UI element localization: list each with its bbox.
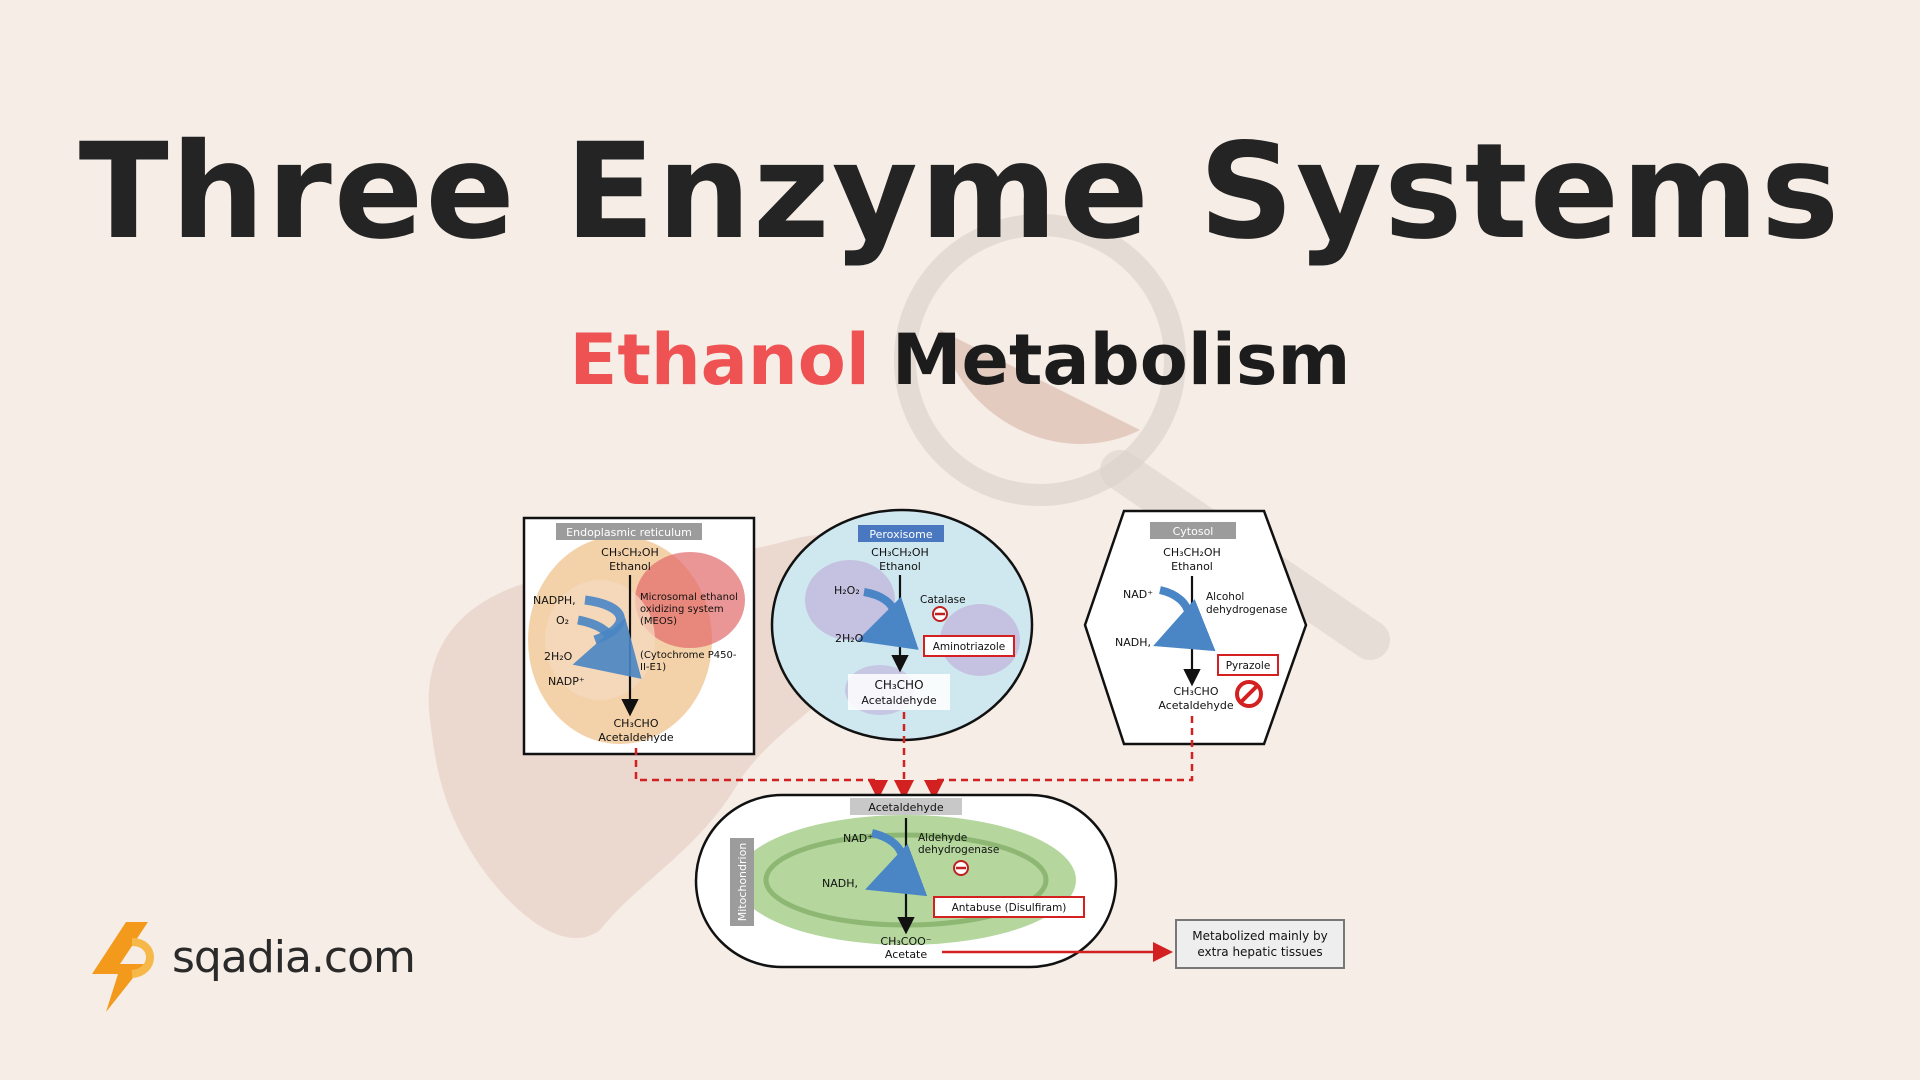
er-cofactor-in-2: O₂ <box>556 614 569 627</box>
cytosol-product-formula: CH₃CHO <box>1174 685 1219 698</box>
er-substrate-name: Ethanol <box>609 560 651 573</box>
mitochondrion-cofactor-out: NADH, <box>822 877 858 890</box>
cytosol-cofactor-out: NADH, <box>1115 636 1151 649</box>
note-box: Metabolized mainly by extra hepatic tiss… <box>1175 919 1345 969</box>
note-line-1: Metabolized mainly by <box>1192 929 1328 943</box>
peroxisome-cofactor-out: 2H₂O <box>835 632 864 645</box>
er-enzyme-1: Microsomal ethanol <box>640 592 738 603</box>
peroxisome-product-name: Acetaldehyde <box>861 694 936 707</box>
er-enzyme-4: (Cytochrome P450- <box>640 650 737 661</box>
mitochondrion-inhibitor: Antabuse (Disulfiram) <box>952 902 1067 914</box>
mitochondrion-label: Mitochondrion <box>736 843 749 922</box>
cytosol-substrate-name: Ethanol <box>1171 560 1213 573</box>
logo-text[interactable]: sqadia.com <box>172 932 416 983</box>
cytosol-substrate-formula: CH₃CH₂OH <box>1163 546 1221 559</box>
peroxisome-panel: Peroxisome CH₃CH₂OH Ethanol H₂O₂ 2H₂O Ca… <box>770 508 1034 742</box>
cytosol-panel: Cytosol CH₃CH₂OH Ethanol NAD⁺ NADH, Alco… <box>1083 509 1308 746</box>
cytosol-cofactor-in: NAD⁺ <box>1123 588 1153 601</box>
peroxisome-inhibitor: Aminotriazole <box>933 641 1006 653</box>
dashed-connectors <box>634 712 1194 800</box>
page-subtitle: Ethanol Metabolism <box>0 322 1920 399</box>
mitochondrion-enzyme-1: Aldehyde <box>918 832 967 844</box>
er-label: Endoplasmic reticulum <box>566 526 692 539</box>
er-cofactor-out-2: NADP⁺ <box>548 675 585 688</box>
mitochondrion-product-name: Acetate <box>885 948 928 961</box>
cytosol-enzyme-2: dehydrogenase <box>1206 604 1287 616</box>
peroxisome-product-formula: CH₃CHO <box>874 678 923 692</box>
mitochondrion-panel: Acetaldehyde Mitochondrion NAD⁺ NADH, Al… <box>694 793 1118 969</box>
page-title: Three Enzyme Systems <box>78 115 1842 269</box>
sqadia-logo-icon <box>92 922 154 1012</box>
er-product-name: Acetaldehyde <box>598 731 673 744</box>
er-enzyme-3: (MEOS) <box>640 616 677 627</box>
cytosol-enzyme-1: Alcohol <box>1206 591 1244 603</box>
mitochondrion-cofactor-in: NAD⁺ <box>843 832 873 845</box>
er-enzyme-5: II-E1) <box>640 662 666 673</box>
cytosol-product-name: Acetaldehyde <box>1158 699 1233 712</box>
mitochondrion-enzyme-2: dehydrogenase <box>918 844 999 856</box>
note-line-2: extra hepatic tissues <box>1197 945 1322 959</box>
er-cofactor-out-1: 2H₂O <box>544 650 573 663</box>
peroxisome-enzyme: Catalase <box>920 594 966 606</box>
subtitle-metabolism: Metabolism <box>891 319 1351 401</box>
er-product-formula: CH₃CHO <box>614 717 659 730</box>
peroxisome-substrate-formula: CH₃CH₂OH <box>871 546 929 559</box>
cytosol-inhibitor: Pyrazole <box>1226 660 1271 672</box>
er-panel: Endoplasmic reticulum CH₃CH₂OH Ethanol N… <box>522 516 756 756</box>
er-enzyme-2: oxidizing system <box>640 604 724 615</box>
mitochondrion-header: Acetaldehyde <box>868 801 943 814</box>
cytosol-label: Cytosol <box>1173 525 1214 538</box>
subtitle-ethanol: Ethanol <box>569 319 870 401</box>
mitochondrion-product-formula: CH₃COO⁻ <box>880 935 931 948</box>
er-cofactor-in-1: NADPH, <box>533 594 576 607</box>
peroxisome-substrate-name: Ethanol <box>879 560 921 573</box>
er-substrate-formula: CH₃CH₂OH <box>601 546 659 559</box>
peroxisome-label: Peroxisome <box>869 528 932 541</box>
peroxisome-cofactor-in: H₂O₂ <box>834 584 860 597</box>
